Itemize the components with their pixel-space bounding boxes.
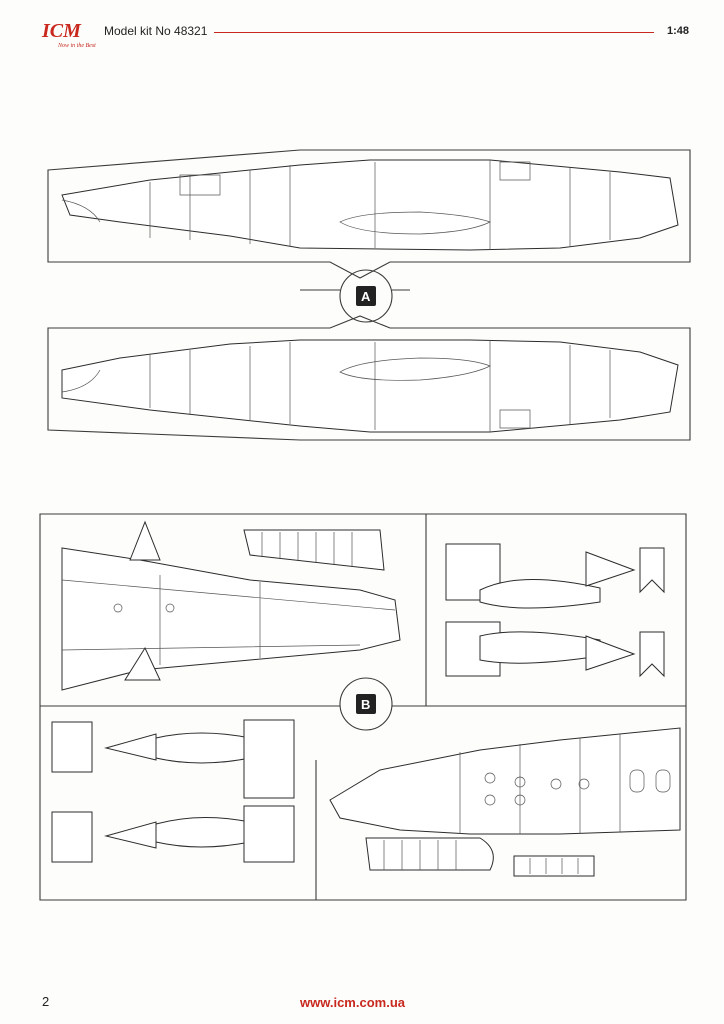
page-number: 2 — [42, 994, 50, 1009]
sprue-a-frame-upper — [47, 149, 691, 279]
logo-slogan: Now in the Best — [58, 43, 96, 49]
sprue-a-tag: A — [361, 289, 371, 304]
sprue-b-tag: B — [361, 697, 370, 712]
flap-upper — [243, 529, 385, 571]
fuselage-half-lower — [61, 339, 679, 433]
sprue-b-frame — [39, 513, 687, 901]
wing-panel — [329, 727, 681, 835]
website-link[interactable]: www.icm.com.ua — [300, 995, 405, 1010]
logo-text: ICM — [42, 20, 81, 42]
sprue-a-tag-box — [356, 286, 376, 306]
wheel-fork-lower — [639, 631, 665, 678]
wheel-fork-upper — [639, 547, 665, 594]
sprue-a-hub — [339, 269, 393, 323]
sprue-a-frame-lower — [47, 315, 691, 441]
fuselage-half-upper — [61, 159, 679, 251]
nacelle-left-lower — [243, 805, 295, 863]
icm-logo: ICM Now in the Best — [34, 18, 100, 52]
sprue-b-hub — [339, 677, 393, 731]
flap-lower — [365, 837, 494, 871]
cowl-left-lower — [51, 811, 93, 863]
header-rule — [214, 32, 654, 33]
strip-part — [513, 855, 595, 877]
kit-title: Model kit No 48321 — [104, 24, 208, 38]
sprue-b-tag-box — [356, 694, 376, 714]
cowl-left-upper — [51, 721, 93, 773]
scale-label: 1:48 — [667, 25, 690, 37]
sprue-b-drawing: B — [39, 513, 687, 901]
sprue-a-drawing: A — [47, 149, 691, 441]
vertical-fin — [61, 547, 401, 691]
nacelle-left-upper — [243, 719, 295, 799]
